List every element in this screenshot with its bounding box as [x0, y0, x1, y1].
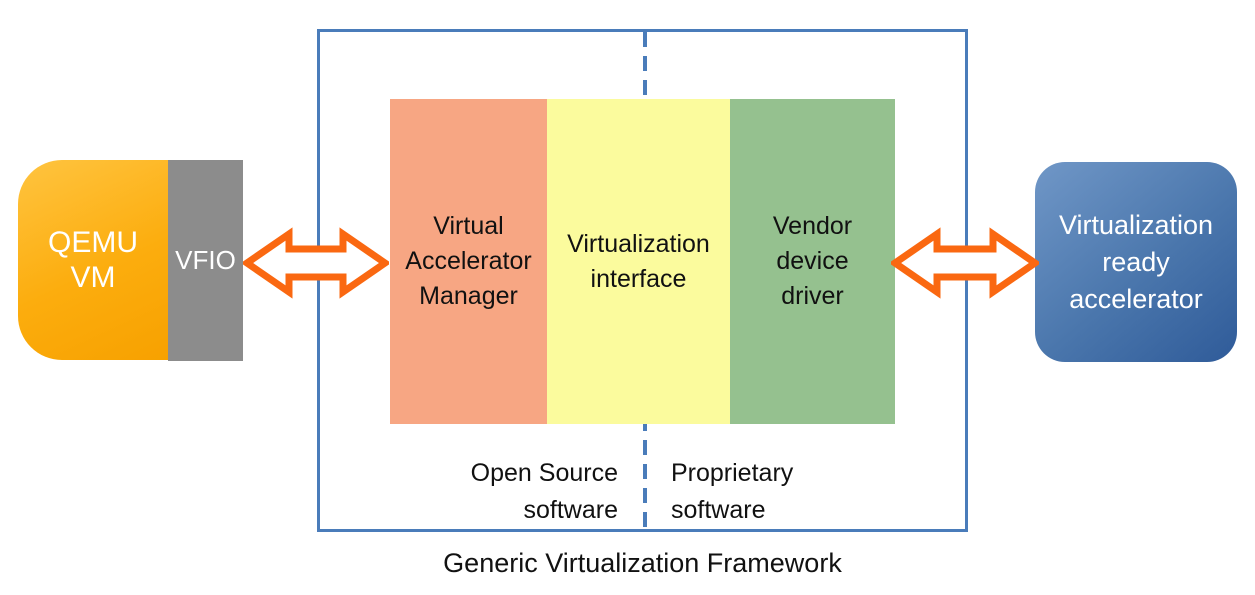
accelerator-label-line: Virtualization: [1058, 209, 1214, 240]
zone-label-line: software: [671, 496, 766, 524]
layer-virtual-accelerator-manager: Virtual Accelerator Manager: [390, 99, 547, 424]
framework-caption: Generic Virtualization Framework: [443, 548, 842, 578]
zone-label-line: software: [523, 496, 618, 524]
layer-label-line: device: [776, 247, 849, 275]
qemu-vm-label-line1: QEMU: [48, 226, 138, 259]
open-source-software-label: Open Source software: [398, 455, 618, 529]
bidirectional-arrow-icon-left: [243, 227, 389, 299]
layer-label-line: driver: [781, 282, 844, 310]
bidirectional-arrow-icon-right: [891, 227, 1039, 299]
virtualization-ready-accelerator-block: Virtualization ready accelerator: [1035, 162, 1237, 362]
layer-label-line: Vendor: [772, 212, 853, 240]
vfio-label: VFIO: [175, 245, 236, 275]
proprietary-software-label: Proprietary software: [671, 455, 891, 529]
layer-virtualization-interface: Virtualization interface: [547, 99, 730, 424]
layer-vendor-device-driver: Vendor device driver: [730, 99, 895, 424]
layer-label-line: Manager: [419, 282, 518, 310]
qemu-vm-block: QEMU VM: [18, 160, 168, 360]
layer-label-line: Virtual: [433, 212, 504, 240]
zone-label-line: Proprietary: [671, 459, 794, 487]
qemu-vm-label-line2: VM: [70, 261, 116, 294]
zone-label-line: Open Source: [470, 459, 618, 487]
accelerator-label-line: ready: [1102, 246, 1170, 277]
layer-label-line: Accelerator: [405, 247, 532, 275]
vfio-block: VFIO: [168, 160, 243, 361]
layer-label-line: interface: [590, 264, 687, 293]
accelerator-label-line: accelerator: [1069, 283, 1203, 314]
layer-label-line: Virtualization: [567, 229, 710, 258]
